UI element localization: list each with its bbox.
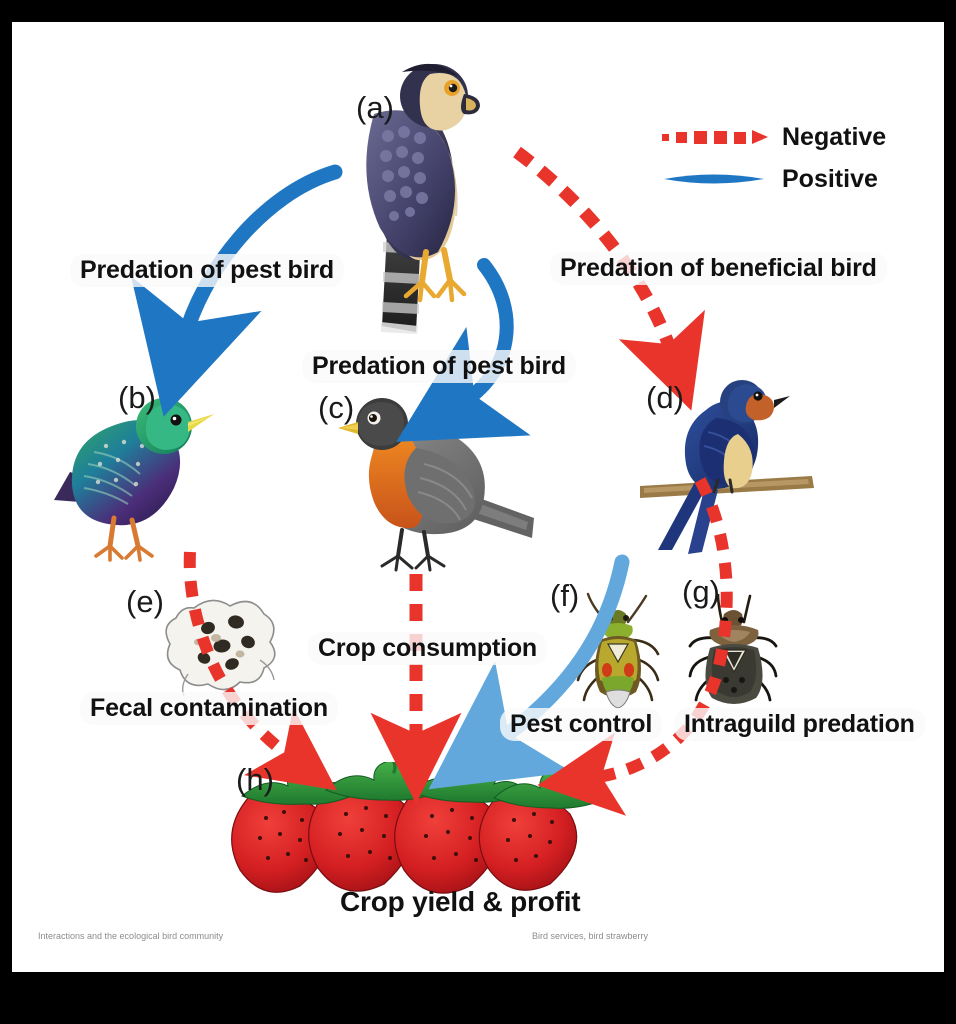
legend-row-negative: Negative bbox=[660, 120, 886, 154]
label-predation-pest-bird-center: Predation of pest bird bbox=[302, 350, 576, 383]
caption-strip: Interactions and the ecological bird com… bbox=[12, 925, 944, 951]
organism-predatory-stink-bug bbox=[684, 592, 784, 710]
organism-raptor-hawk bbox=[330, 44, 490, 334]
panel-letter-h: (h) bbox=[236, 762, 274, 797]
panel-letter-b: (b) bbox=[118, 380, 156, 415]
organism-american-robin bbox=[338, 388, 538, 578]
panel-letter-g: (g) bbox=[682, 574, 720, 609]
panel-letter-f: (f) bbox=[550, 578, 580, 613]
caption-left-fragment: Interactions and the ecological bird com… bbox=[38, 931, 224, 941]
positive-line-swatch-icon bbox=[664, 174, 764, 184]
label-crop-yield-profit: Crop yield & profit bbox=[340, 886, 581, 917]
legend-row-positive: Positive bbox=[660, 162, 878, 196]
caption-right-fragment: Bird services, bird strawberry bbox=[532, 931, 649, 941]
label-crop-consumption: Crop consumption bbox=[308, 632, 548, 665]
organism-strawberries bbox=[222, 759, 605, 897]
label-predation-beneficial-bird: Predation of beneficial bird bbox=[550, 252, 887, 285]
panel-letter-a: (a) bbox=[356, 90, 394, 125]
label-intraguild-predation: Intraguild predation bbox=[674, 708, 925, 741]
negative-line-swatch-icon bbox=[662, 130, 768, 144]
legend-label-positive: Positive bbox=[782, 164, 878, 193]
panel-letter-c: (c) bbox=[318, 390, 355, 425]
organism-bird-feces bbox=[164, 592, 284, 702]
organism-pest-insect-lygus-bug bbox=[570, 592, 666, 710]
label-predation-pest-bird-left: Predation of pest bird bbox=[70, 254, 344, 287]
panel-letter-e: (e) bbox=[126, 584, 164, 619]
label-pest-control: Pest control bbox=[500, 708, 663, 741]
legend: Negative Positive bbox=[660, 120, 908, 202]
figure-frame: Negative Positive (a) (b) (c) (d) (e) (f… bbox=[12, 22, 944, 972]
label-fecal-contamination: Fecal contamination bbox=[80, 692, 338, 725]
legend-label-negative: Negative bbox=[782, 122, 887, 151]
organism-european-starling bbox=[54, 380, 214, 570]
diagram-canvas: Negative Positive (a) (b) (c) (d) (e) (f… bbox=[12, 22, 944, 972]
panel-letter-d: (d) bbox=[646, 380, 684, 415]
